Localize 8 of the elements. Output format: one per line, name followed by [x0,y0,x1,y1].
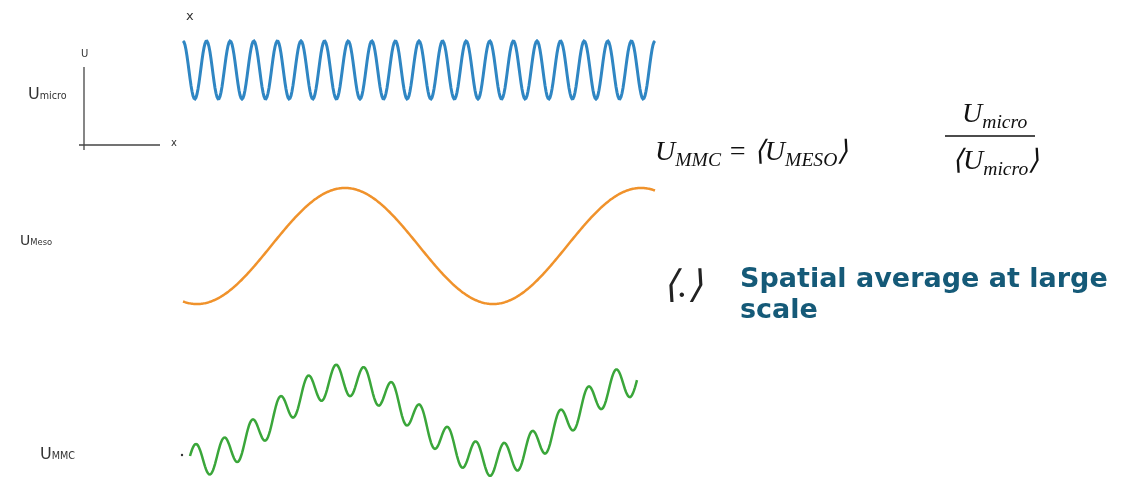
average-symbol: ⟨.⟩ [663,262,703,306]
formula-text: U$_{MMC}$ = ⟨U$_{MESO}$⟩ [655,134,849,167]
formula-denominator: ⟨U$_{micro}$⟩ [952,143,1040,176]
axis-label: x [171,137,177,148]
definition-text: Spatial average at large scale [740,262,1109,325]
axis-label: U [81,48,89,59]
formula-numerator: U$_{micro}$ [962,97,1028,129]
axis-label: x [186,8,194,23]
